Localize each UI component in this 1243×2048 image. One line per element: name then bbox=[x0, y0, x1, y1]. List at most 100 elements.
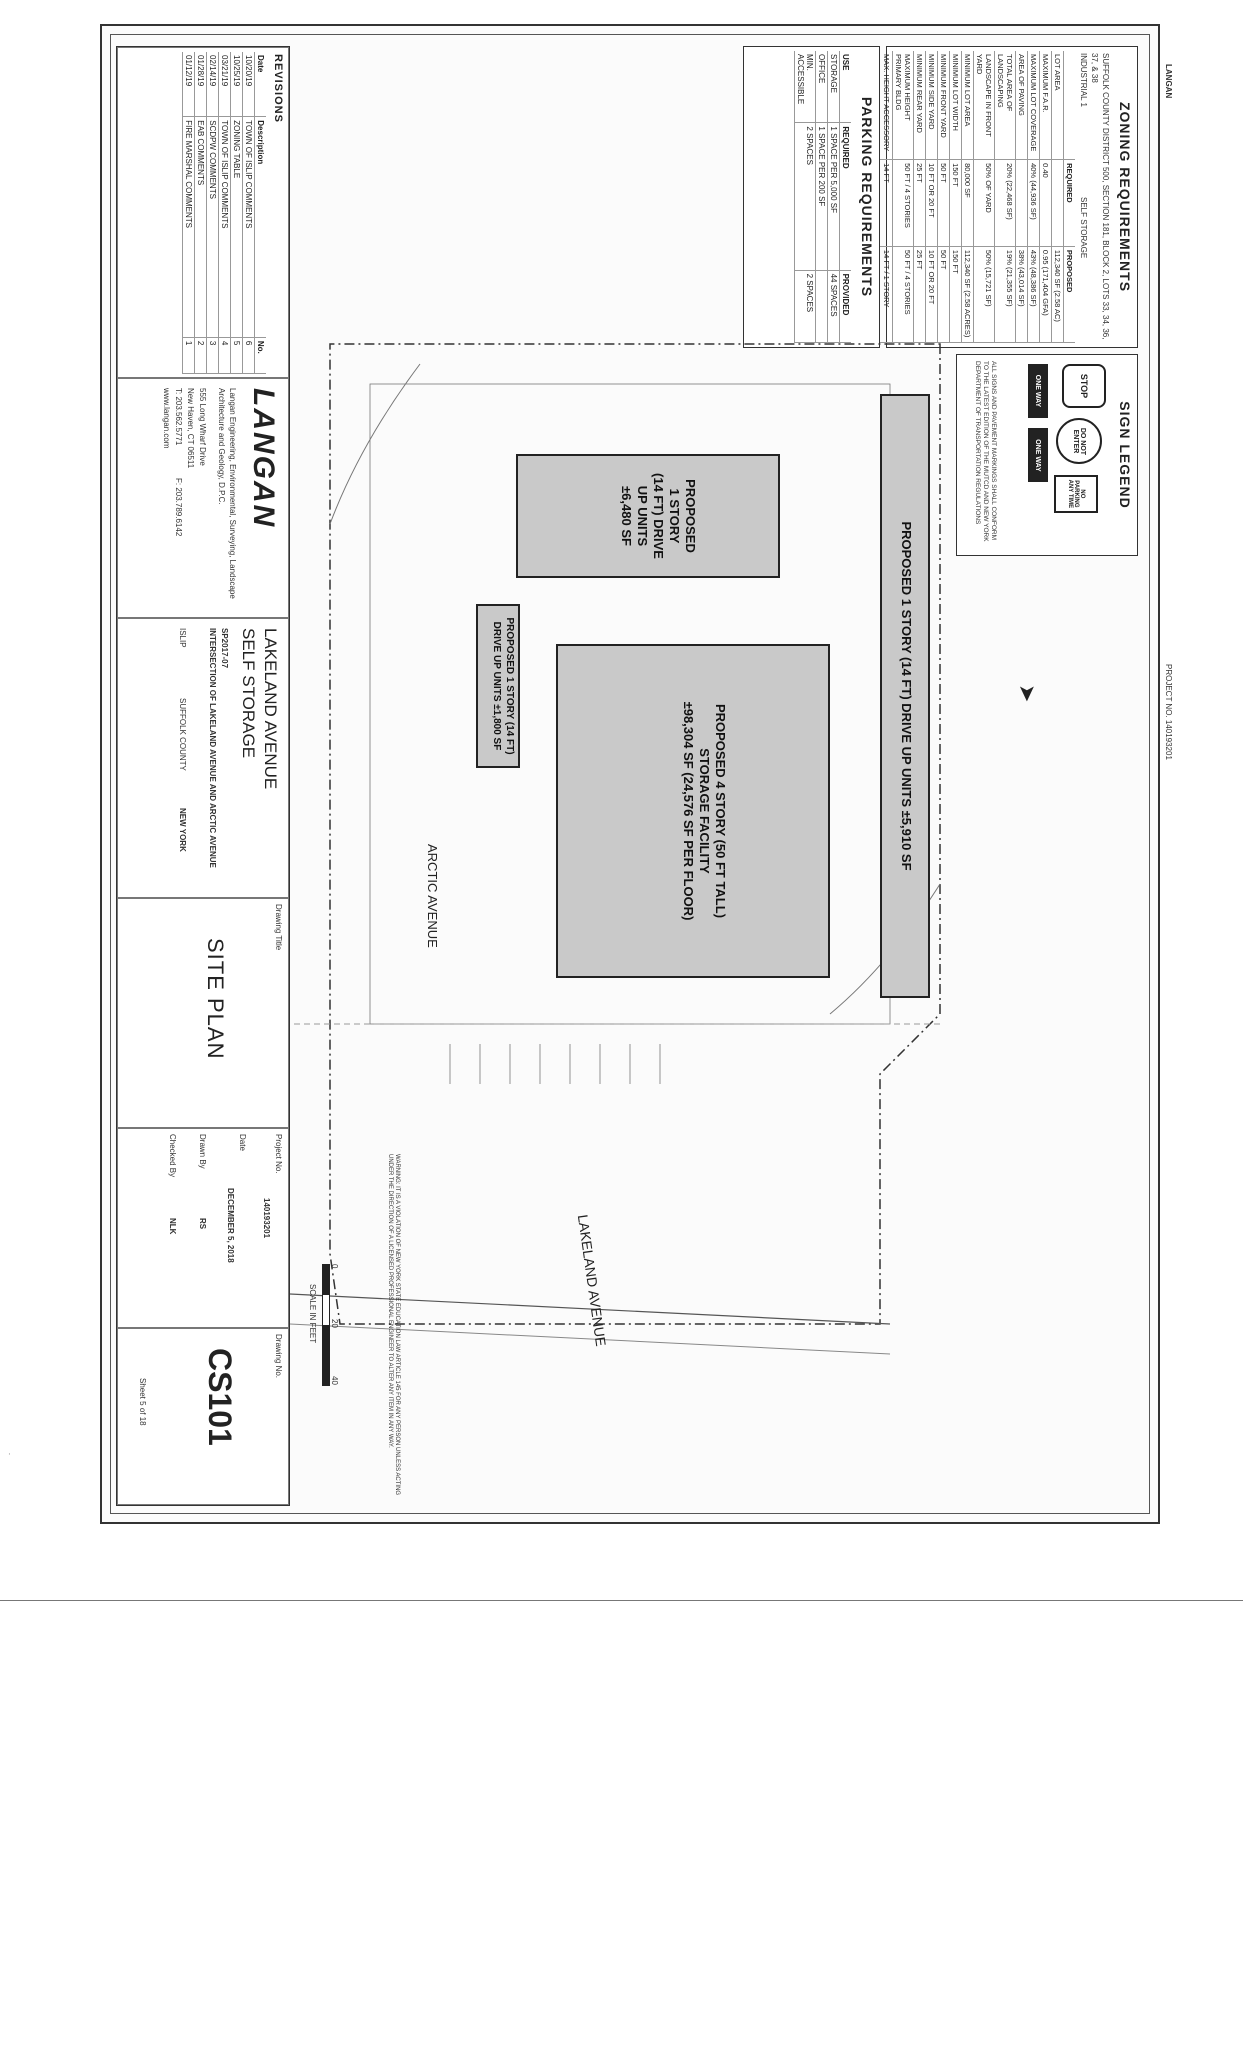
project-number-label: Project No. bbox=[274, 1134, 283, 1174]
north-arrow-icon: ➤ bbox=[1015, 684, 1040, 703]
arctic-avenue-label: ARCTIC AVENUE bbox=[425, 844, 440, 948]
one-way-sign-icon-2: ONE WAY bbox=[1028, 428, 1048, 483]
project-name: LAKELAND AVENUE bbox=[261, 628, 280, 790]
checked-by: NLK bbox=[168, 1218, 177, 1235]
drawing-number-label: Drawing No. bbox=[274, 1334, 283, 1379]
sheet-number: 5 bbox=[138, 1401, 147, 1406]
drawn-by-label: Drawn By bbox=[198, 1134, 207, 1169]
zoning-district: INDUSTRIAL 1 bbox=[1079, 53, 1088, 107]
sign-legend-title: SIGN LEGEND bbox=[1117, 401, 1133, 509]
drawn-by: RS bbox=[198, 1218, 207, 1230]
site-plan-sheet: PROJECT NO. 140193201 LANGAN ZONING REQU… bbox=[100, 24, 1173, 1524]
firm-phone: T: 203.562.5771 bbox=[174, 388, 183, 446]
drawing-title: SITE PLAN bbox=[203, 938, 228, 1060]
project-parcels: INTERSECTION OF LAKELAND AVENUE AND ARCT… bbox=[208, 628, 217, 868]
zoning-use: SELF STORAGE bbox=[1079, 197, 1088, 259]
sign-legend: SIGN LEGEND STOP DO NOT ENTER NO PARKING… bbox=[956, 354, 1138, 556]
scale-tick-20: 20 bbox=[330, 1319, 339, 1328]
project-county: SUFFOLK COUNTY bbox=[178, 698, 187, 771]
scale-tick-40: 40 bbox=[330, 1376, 339, 1385]
stop-sign-icon: STOP bbox=[1062, 364, 1106, 408]
date-value: DECEMBER 5, 2018 bbox=[226, 1188, 235, 1263]
firm-web: www.langan.com bbox=[162, 388, 171, 449]
building-drive-up-1800: PROPOSED 1 STORY (14 FT)DRIVE UP UNITS ±… bbox=[476, 604, 520, 768]
zoning-title: ZONING REQUIREMENTS bbox=[1117, 101, 1133, 293]
sheet-label: Sheet bbox=[138, 1378, 147, 1399]
building-drive-up-5910: PROPOSED 1 STORY (14 FT) DRIVE UP UNITS … bbox=[880, 394, 930, 998]
page-divider bbox=[0, 1600, 1243, 1601]
do-not-enter-sign-icon: DO NOT ENTER bbox=[1056, 418, 1102, 465]
zoning-location: SUFFOLK COUNTY DISTRICT 500, SECTION 181… bbox=[1090, 53, 1110, 340]
firm-address: 555 Long Wharf Drive bbox=[198, 388, 207, 466]
one-way-sign-icon: ONE WAY bbox=[1028, 364, 1048, 418]
date-label: Date bbox=[238, 1134, 247, 1151]
drawing-number-block: Drawing No. CS101 Sheet 5 of 18 bbox=[117, 1327, 289, 1505]
firm-subtitle: Langan Engineering, Environmental, Surve… bbox=[217, 388, 237, 599]
project-state: NEW YORK bbox=[178, 808, 187, 852]
project-block: LAKELAND AVENUE SELF STORAGE SP2017-07 I… bbox=[117, 617, 289, 899]
scale-label: SCALE IN FEET bbox=[308, 1284, 317, 1344]
project-name-2: SELF STORAGE bbox=[239, 628, 258, 759]
project-number-header: PROJECT NO. 140193201 bbox=[1164, 664, 1173, 760]
firm-city: New Haven, CT 06511 bbox=[186, 388, 195, 469]
sheet-of: of bbox=[138, 1407, 147, 1415]
project-number: 140193201 bbox=[262, 1198, 271, 1239]
zoning-requirements-table: ZONING REQUIREMENTS SUFFOLK COUNTY DISTR… bbox=[871, 46, 1138, 348]
scale-tick-0: 0 bbox=[330, 1264, 339, 1269]
firm-block: LANGAN Langan Engineering, Environmental… bbox=[117, 377, 289, 619]
scale-bar: 0 20 40 SCALE IN FEET bbox=[300, 1264, 340, 1404]
project-town: ISLIP bbox=[178, 628, 187, 648]
sheet-info: Sheet 5 of 18 bbox=[137, 1378, 148, 1426]
sheet-total: 18 bbox=[138, 1416, 147, 1426]
sign-legend-icons: STOP DO NOT ENTER NO PARKING ANY TIME ON… bbox=[1025, 361, 1109, 551]
building-drive-up-5910-label: PROPOSED 1 STORY (14 FT) DRIVE UP UNITS … bbox=[899, 521, 914, 871]
firm-logo: LANGAN bbox=[247, 388, 280, 529]
firm-header: LANGAN bbox=[1164, 64, 1173, 99]
scan-mark: · bbox=[8, 1450, 11, 1460]
building-storage-facility: PROPOSED 4 STORY (50 FT TALL)STORAGE FAC… bbox=[556, 644, 830, 978]
project-info-block: Project No. 140193201 Date DECEMBER 5, 2… bbox=[117, 1127, 289, 1329]
firm-fax: F: 203.789.6142 bbox=[174, 478, 183, 537]
parking-title: PARKING REQUIREMENTS bbox=[859, 96, 875, 298]
checked-by-label: Checked By bbox=[168, 1134, 177, 1178]
drawing-number: CS101 bbox=[202, 1348, 238, 1446]
no-parking-sign-icon: NO PARKING ANY TIME bbox=[1054, 474, 1098, 513]
drawing-title-label: Drawing Title bbox=[274, 904, 283, 951]
building-drive-up-1800-label: PROPOSED 1 STORY (14 FT)DRIVE UP UNITS ±… bbox=[491, 617, 515, 755]
building-storage-facility-label: PROPOSED 4 STORY (50 FT TALL)STORAGE FAC… bbox=[681, 701, 728, 921]
warning-note: WARNING: IT IS A VIOLATION OF NEW YORK S… bbox=[387, 1154, 400, 1496]
sp-number: SP2017-07 bbox=[220, 628, 229, 669]
drawing-title-block: Drawing Title SITE PLAN bbox=[117, 897, 289, 1129]
revisions-title: REVISIONS bbox=[272, 54, 284, 123]
